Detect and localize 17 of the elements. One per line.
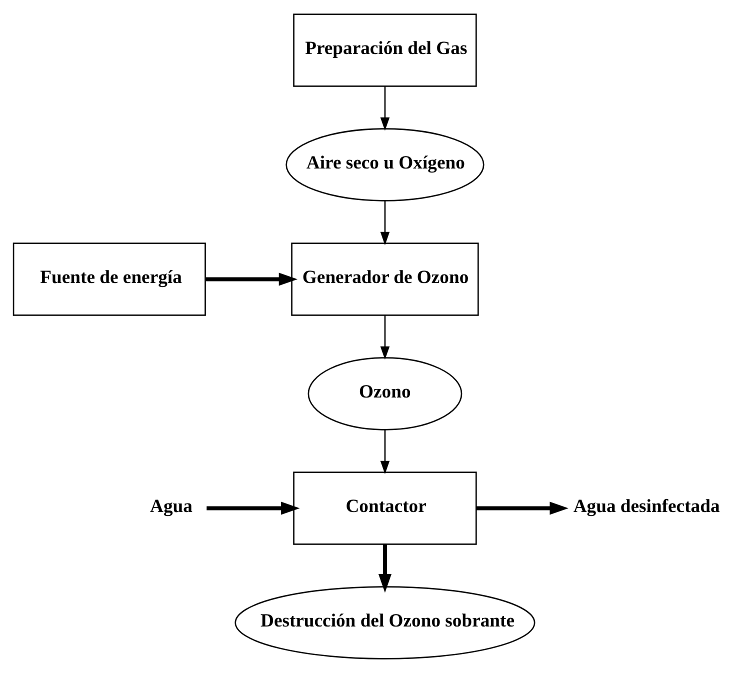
node-ellipse: Aire seco u Oxígeno — [286, 128, 484, 202]
arrow — [380, 200, 390, 246]
arrow — [378, 544, 392, 593]
arrow — [380, 86, 390, 131]
arrow — [206, 272, 298, 286]
arrow — [380, 430, 390, 474]
arrow — [380, 315, 390, 360]
node-text: Agua desinfectada — [573, 496, 720, 517]
node-box: Generador de Ozono — [291, 242, 479, 316]
arrow — [206, 502, 300, 515]
node-ellipse: Ozono — [308, 357, 462, 430]
node-box: Fuente de energía — [12, 242, 206, 316]
node-text: Agua — [150, 496, 192, 517]
node-box: Contactor — [293, 472, 477, 545]
arrow — [476, 502, 568, 515]
node-ellipse: Destrucción del Ozono sobrante — [234, 586, 536, 660]
node-box: Preparación del Gas — [293, 14, 477, 87]
